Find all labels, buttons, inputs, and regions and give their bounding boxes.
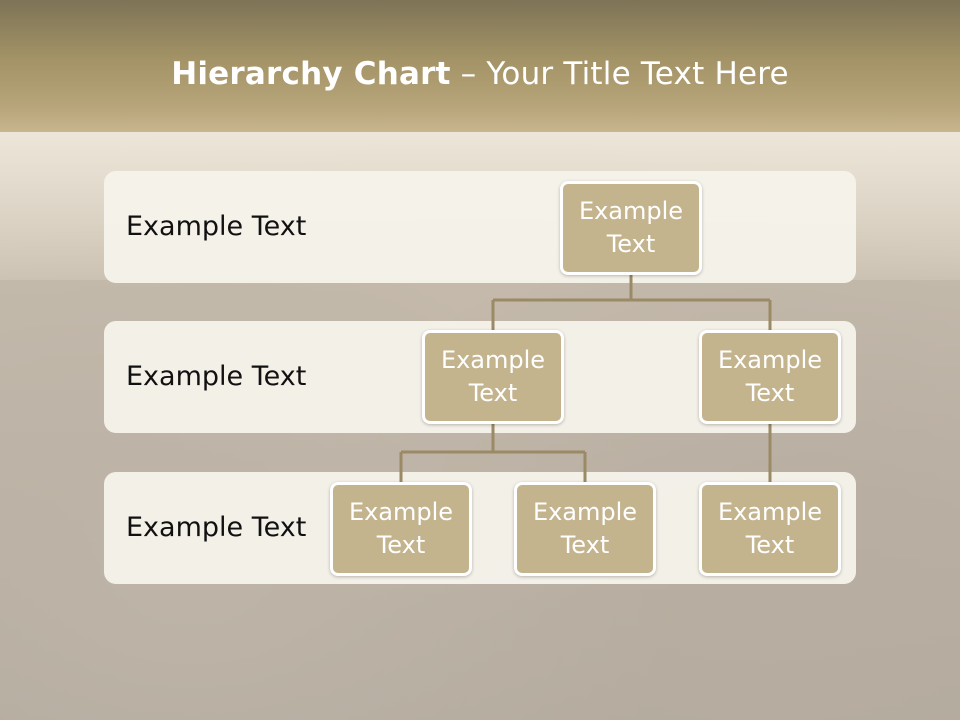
node-text-line1: Example bbox=[532, 498, 638, 526]
level-label-3[interactable]: Example Text bbox=[126, 512, 307, 543]
node-text-line2: Text bbox=[560, 531, 610, 559]
slide-title-bold: Hierarchy Chart bbox=[171, 56, 451, 92]
node-text-line2: Text bbox=[745, 531, 795, 559]
slide-title[interactable]: Hierarchy Chart – Your Title Text Here bbox=[0, 56, 960, 92]
node-text-line1: Example bbox=[440, 346, 546, 374]
node-text-line2: Text bbox=[468, 379, 518, 407]
node-text-line1: Example bbox=[348, 498, 454, 526]
slide-title-rest: – Your Title Text Here bbox=[450, 56, 789, 92]
level-label-1[interactable]: Example Text bbox=[126, 211, 307, 242]
level-label-2[interactable]: Example Text bbox=[126, 361, 307, 392]
level-band-1 bbox=[104, 171, 856, 283]
node-text-line1: Example bbox=[717, 346, 823, 374]
node-text-line2: Text bbox=[745, 379, 795, 407]
title-bar bbox=[0, 0, 960, 132]
node-text-line1: Example bbox=[578, 197, 684, 225]
node-text-line2: Text bbox=[606, 230, 656, 258]
node-text-line2: Text bbox=[376, 531, 426, 559]
node-text-line1: Example bbox=[717, 498, 823, 526]
